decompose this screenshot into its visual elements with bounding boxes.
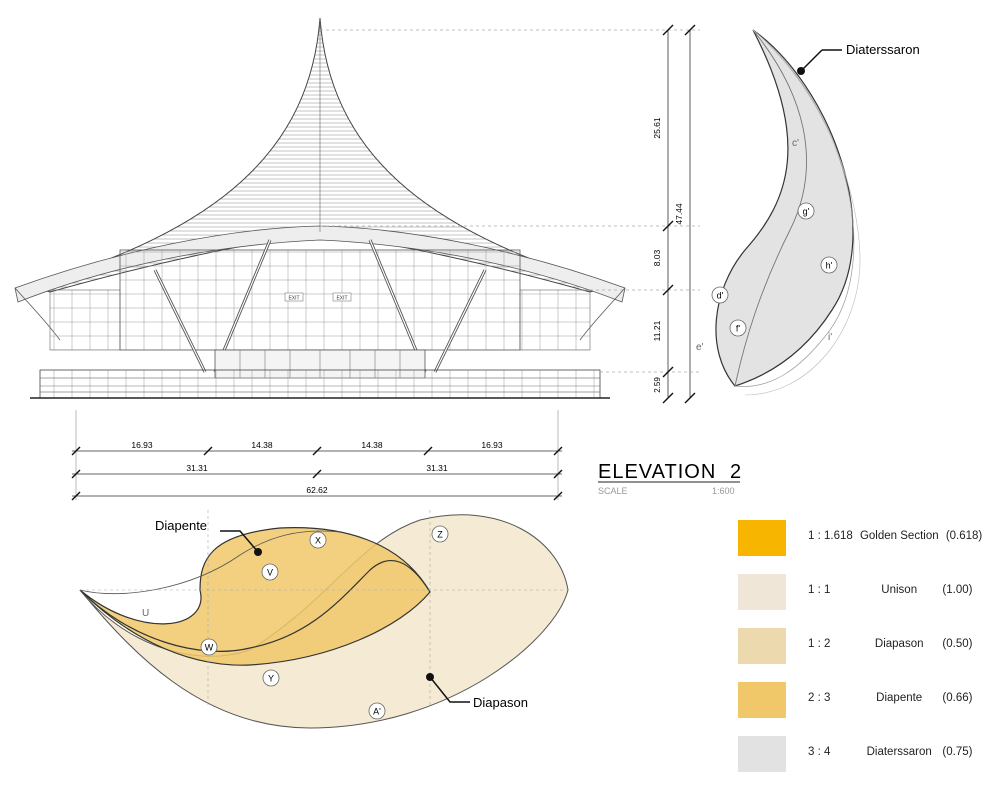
legend-ratio: 3 : 4 (808, 746, 831, 758)
vertical-dimensions (320, 24, 700, 404)
label-e-prime: e' (696, 342, 704, 353)
dim-horizontal-1: 16.93 (131, 440, 153, 450)
dim-vertical-2: 8.03 (652, 249, 662, 266)
glass-facade (119, 249, 521, 351)
legend-name: Golden Section (859, 530, 939, 542)
legend-item-golden-section: 1 : 1.618 Golden Section (0.618) (738, 518, 988, 564)
legend-ratio: 1 : 1 (808, 584, 831, 596)
drawing-canvas: EXIT EXIT 25.61 8.03 11.21 2.59 47.44 (14, 17, 920, 729)
scale-label: SCALE (598, 486, 628, 496)
elevation-number: 2 (730, 461, 741, 483)
svg-text:h': h' (826, 261, 833, 271)
legend-name: Diaterssaron (866, 746, 932, 758)
legend-value: (0.50) (942, 638, 973, 650)
svg-text:Y: Y (268, 674, 274, 684)
legend-value: (1.00) (942, 584, 973, 596)
dim-vertical-3: 11.21 (652, 320, 662, 341)
exit-sign: EXIT (288, 296, 299, 302)
legend-name: Unison (881, 584, 918, 596)
legend-value: (0.75) (942, 746, 973, 758)
legend-swatch (738, 574, 786, 610)
diaterssaron-callout: Diaterssaron (846, 42, 920, 57)
horizontal-dimensions (71, 410, 563, 501)
legend-swatch (738, 628, 786, 664)
legend-name: Diapente (876, 692, 923, 704)
legend-swatch (738, 682, 786, 718)
dim-horizontal-3: 14.38 (361, 440, 383, 450)
top-curve-markers: g' h' d' f' (711, 202, 838, 337)
legend-ratio: 1 : 2 (808, 638, 831, 650)
dim-horizontal-4: 16.93 (481, 440, 503, 450)
label-c-prime: c' (792, 138, 799, 149)
building-elevation: EXIT EXIT (14, 17, 626, 399)
legend-item-diapason: 1 : 2 Diapason (0.50) (738, 626, 988, 672)
exit-sign: EXIT (336, 296, 347, 302)
dim-horizontal-2: 14.38 (251, 440, 273, 450)
legend-item-diapente: 2 : 3 Diapente (0.66) (738, 680, 988, 726)
dim-horizontal-6: 31.31 (426, 463, 448, 473)
dim-vertical-total: 47.44 (674, 203, 684, 225)
legend-swatch (738, 736, 786, 772)
diapason-callout: Diapason (473, 695, 528, 710)
diaterssaron-curve (715, 29, 861, 396)
legend-swatch (738, 520, 786, 556)
label-u: U (142, 608, 149, 619)
diapente-curve (79, 527, 431, 666)
legend-value: (0.618) (945, 530, 983, 542)
svg-text:W: W (205, 643, 214, 653)
dim-horizontal-5: 31.31 (186, 463, 208, 473)
bottom-curve-markers: X Z V W Y A' (200, 525, 449, 720)
elevation-title: ELEVATION (598, 461, 716, 483)
legend-value: (0.66) (942, 692, 973, 704)
dim-vertical-4: 2.59 (653, 377, 662, 393)
diapente-callout: Diapente (155, 518, 207, 533)
dim-horizontal-total: 62.62 (306, 485, 328, 495)
legend-ratio: 2 : 3 (808, 692, 831, 704)
legend-item-unison: 1 : 1 Unison (1.00) (738, 572, 988, 618)
svg-text:A': A' (373, 707, 381, 717)
svg-text:X: X (315, 536, 321, 546)
dim-vertical-1: 25.61 (652, 117, 662, 139)
scale-value: 1:600 (712, 486, 735, 496)
svg-text:g': g' (803, 207, 810, 217)
legend-name: Diapason (874, 638, 924, 650)
svg-text:f': f' (736, 324, 741, 334)
ratio-legend: 1 : 1.618 Golden Section (0.618) 1 : 1 U… (738, 518, 988, 788)
legend-item-diaterssaron: 3 : 4 Diaterssaron (0.75) (738, 734, 988, 780)
legend-ratio: 1 : 1.618 (808, 530, 853, 542)
svg-text:Z: Z (437, 530, 443, 540)
label-i-prime: i' (828, 332, 832, 343)
svg-text:V: V (267, 568, 273, 578)
svg-text:d': d' (717, 291, 724, 301)
